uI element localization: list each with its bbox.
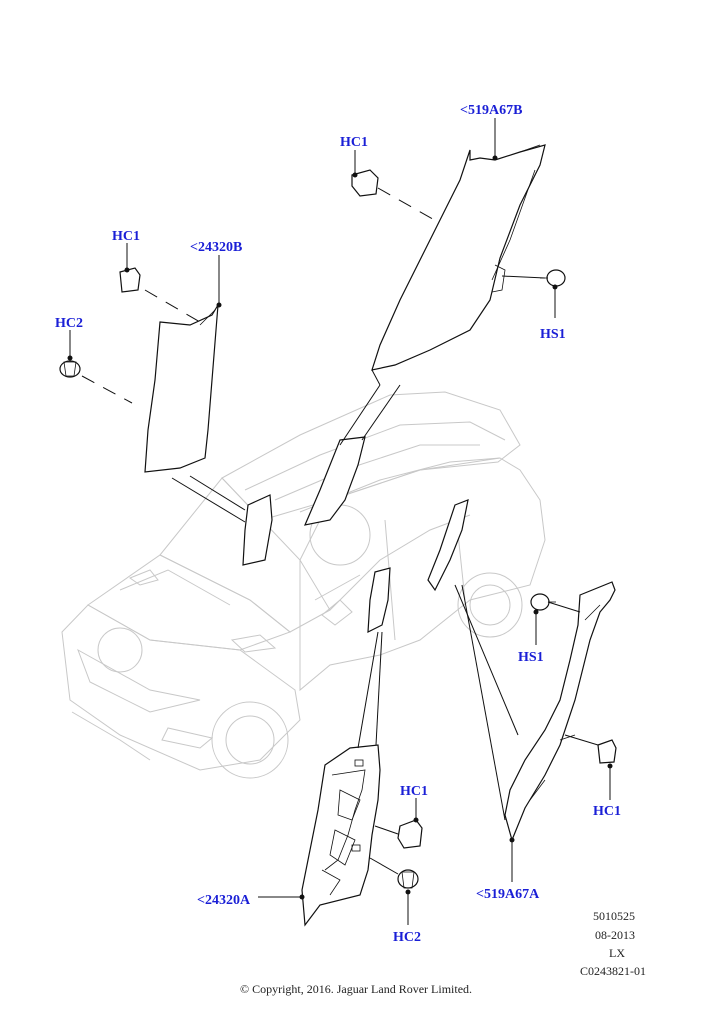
callout-24320A[interactable]: <24320A [197, 893, 251, 908]
clip-hc1-bottom-mid[interactable] [397, 817, 423, 849]
reference-number: 5010525 [593, 909, 635, 923]
installed-trim-pieces [242, 436, 469, 634]
callout-hc1-bottom-right[interactable]: HC1 [593, 804, 621, 819]
callout-24320B[interactable]: <24320B [190, 240, 242, 255]
screw-hs1-top[interactable] [540, 269, 566, 290]
reference-date: 08-2013 [595, 928, 635, 942]
reference-model: LX [609, 946, 625, 960]
callout-hc2-bottom[interactable]: HC2 [393, 930, 421, 945]
callout-hs1-top[interactable]: HS1 [540, 327, 566, 342]
screw-hs1-right[interactable] [530, 593, 556, 615]
clip-hc2-bottom[interactable] [397, 869, 419, 895]
leader-lines [69, 118, 611, 925]
callout-hc2-left[interactable]: HC2 [55, 316, 83, 331]
copyright-notice: © Copyright, 2016. Jaguar Land Rover Lim… [240, 982, 472, 996]
reference-figure-id: C0243821-01 [580, 964, 646, 978]
callout-hc1-bottom-mid[interactable]: HC1 [400, 784, 428, 799]
part-519A67A[interactable] [504, 581, 616, 842]
part-519A67B[interactable] [371, 144, 546, 371]
callout-519A67A[interactable]: <519A67A [476, 887, 540, 902]
part-24320B[interactable] [144, 304, 219, 473]
callout-519A67B[interactable]: <519A67B [460, 103, 522, 118]
vehicle-outline [61, 391, 546, 779]
callout-hc1-top[interactable]: HC1 [340, 135, 368, 150]
callout-hc1-left[interactable]: HC1 [112, 229, 140, 244]
callout-hs1-right[interactable]: HS1 [518, 650, 544, 665]
reference-block: 5010525 08-2013 LX C0243821-01 [580, 909, 646, 978]
clip-hc1-top[interactable] [351, 169, 379, 197]
part-24320A[interactable] [301, 744, 381, 927]
clip-hc2-left[interactable] [59, 355, 81, 378]
clip-hc1-left[interactable] [119, 267, 141, 293]
callout-labels: HC1 <519A67B HC1 <24320B HC2 HS1 HS1 HC1… [55, 103, 621, 945]
clip-hc1-bottom-right[interactable] [597, 739, 617, 769]
